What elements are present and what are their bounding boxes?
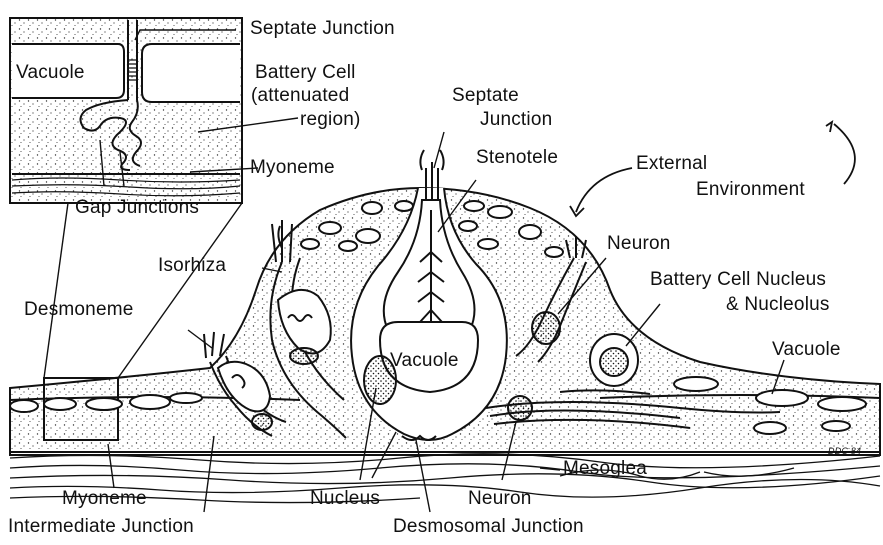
label-septate-junction-top: Septate Junction <box>250 19 395 39</box>
label-battery-cell-3: region) <box>300 110 361 130</box>
label-desmoneme: Desmoneme <box>24 300 134 320</box>
label-myoneme-inset: Myoneme <box>250 158 335 178</box>
label-battery-nucleus-2: & Nucleolus <box>726 295 830 315</box>
label-external-environment-1: External <box>636 154 707 174</box>
label-isorhiza: Isorhiza <box>158 256 226 276</box>
label-vacuole-inset: Vacuole <box>16 63 85 83</box>
inset-box <box>10 18 242 203</box>
signature: DDC 84 <box>828 446 861 456</box>
label-mesoglea: Mesoglea <box>563 459 647 479</box>
label-myoneme-bottom: Myoneme <box>62 489 147 509</box>
label-desmosomal-junction: Desmosomal Junction <box>393 517 584 537</box>
label-vacuole-center: Vacuole <box>390 351 459 371</box>
label-battery-cell-1: Battery Cell <box>255 63 356 83</box>
label-stenotele: Stenotele <box>476 148 558 168</box>
label-external-environment-2: Environment <box>696 180 805 200</box>
label-gap-junctions: Gap Junctions <box>75 198 199 218</box>
label-neuron-upper: Neuron <box>607 234 671 254</box>
label-battery-nucleus-1: Battery Cell Nucleus <box>650 270 826 290</box>
label-nucleus: Nucleus <box>310 489 380 509</box>
battery-cell-nucleus <box>590 334 638 386</box>
label-vacuole-right: Vacuole <box>772 340 841 360</box>
label-septate-junction-mid-1: Septate <box>452 86 519 106</box>
label-septate-junction-mid-2: Junction <box>480 110 552 130</box>
label-battery-cell-2: (attenuated <box>251 86 349 106</box>
label-intermediate-junction: Intermediate Junction <box>8 517 194 537</box>
label-neuron-lower: Neuron <box>468 489 532 509</box>
